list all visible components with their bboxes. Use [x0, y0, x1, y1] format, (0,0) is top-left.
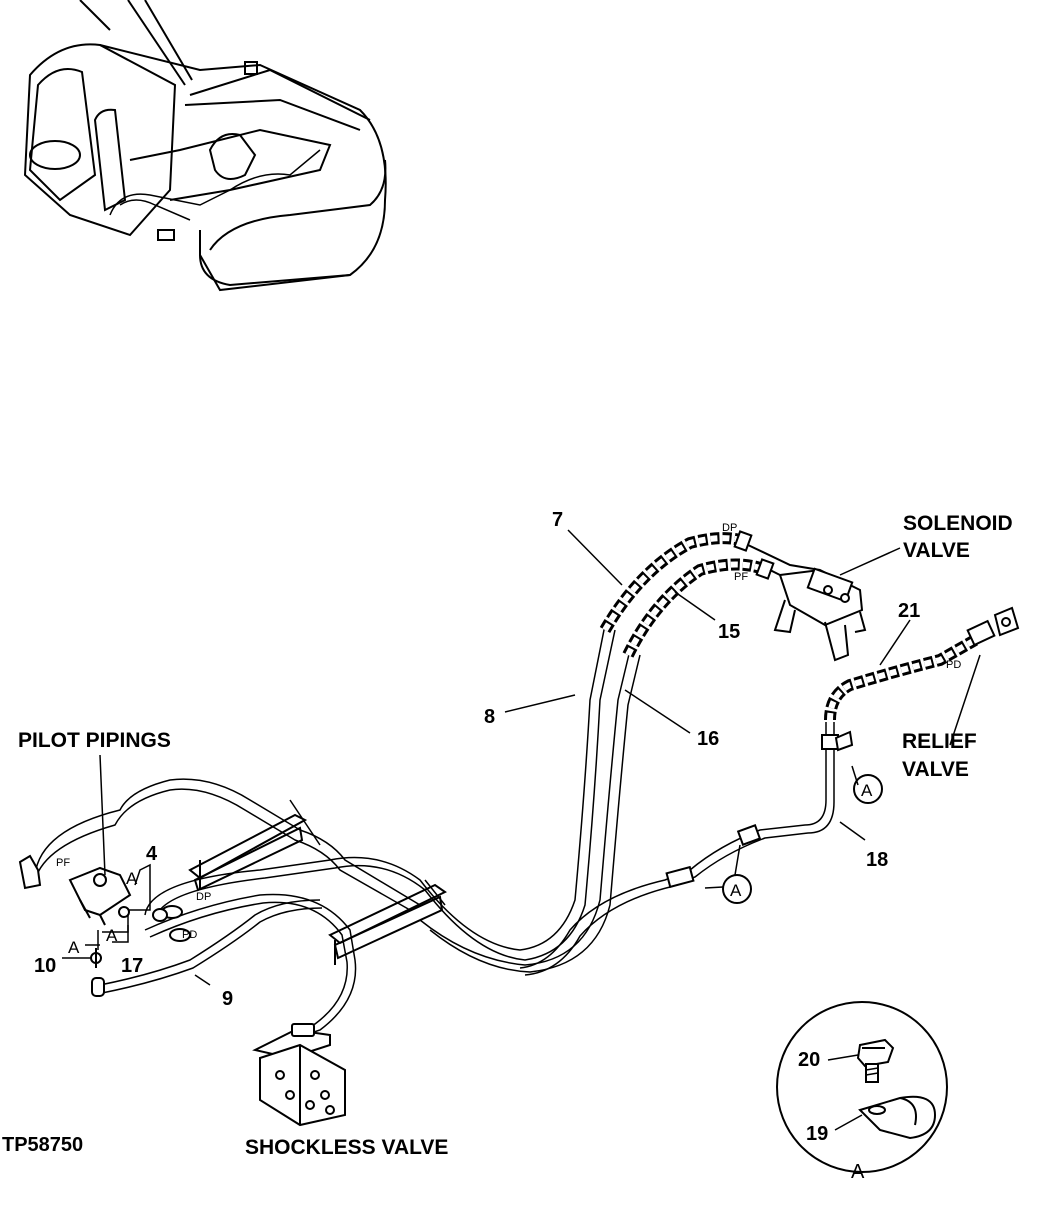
part-number-4: 4: [146, 843, 158, 865]
part-number-18: 18: [866, 849, 888, 871]
relief-valve-label-line1: RELIEF: [902, 730, 977, 753]
detail-a: [776, 1001, 948, 1173]
relief-valve-label-line2: VALVE: [902, 758, 969, 781]
part-number-21: 21: [898, 600, 920, 622]
shockless-valve-label: SHOCKLESS VALVE: [245, 1136, 448, 1159]
frame-rails: [188, 799, 447, 965]
svg-text:A: A: [861, 781, 873, 800]
pilot-ref-a-1: A: [126, 869, 138, 888]
shockless-valve: [252, 1023, 346, 1127]
part-number-15: 15: [718, 621, 740, 643]
solenoid-valve: [747, 544, 867, 662]
port-label-pf-top: PF: [734, 571, 748, 583]
part-number-8: 8: [484, 706, 495, 728]
port-label-dp-top: DP: [722, 522, 737, 534]
leader-lines: [62, 529, 981, 1131]
port-label-pd-pilot: PD: [182, 929, 197, 941]
excavator-overview: [23, 0, 387, 292]
part-number-9: 9: [222, 988, 233, 1010]
pilot-valve: [68, 866, 132, 968]
part-number-16: 16: [697, 728, 719, 750]
solenoid-valve-label-line1: SOLENOID: [903, 512, 1013, 535]
port-label-pd-relief: PD: [946, 659, 961, 671]
figure-id-label: TP58750: [2, 1134, 83, 1156]
hoses-7-15-8-16: [144, 530, 775, 973]
solenoid-valve-label-line2: VALVE: [903, 539, 970, 562]
pilot-ref-a-3: A: [68, 938, 80, 957]
callout-a-relief: A: [853, 774, 883, 804]
relief-valve-lines: [519, 606, 1020, 976]
port-label-pf-pilot: PF: [56, 857, 70, 869]
part-number-20: 20: [798, 1049, 820, 1071]
port-label-dp-pilot: DP: [196, 891, 211, 903]
pilot-ref-a-2: A: [106, 926, 118, 945]
part-number-17: 17: [121, 955, 143, 977]
detail-a-label: A: [851, 1161, 865, 1183]
callout-a-pipe: A: [722, 874, 752, 904]
part-number-19: 19: [806, 1123, 828, 1145]
part-number-10: 10: [34, 955, 56, 977]
part-number-7: 7: [552, 509, 563, 531]
pilot-piping-lines: [18, 778, 421, 1036]
svg-text:A: A: [730, 881, 742, 900]
pilot-pipings-label: PILOT PIPINGS: [18, 729, 171, 752]
